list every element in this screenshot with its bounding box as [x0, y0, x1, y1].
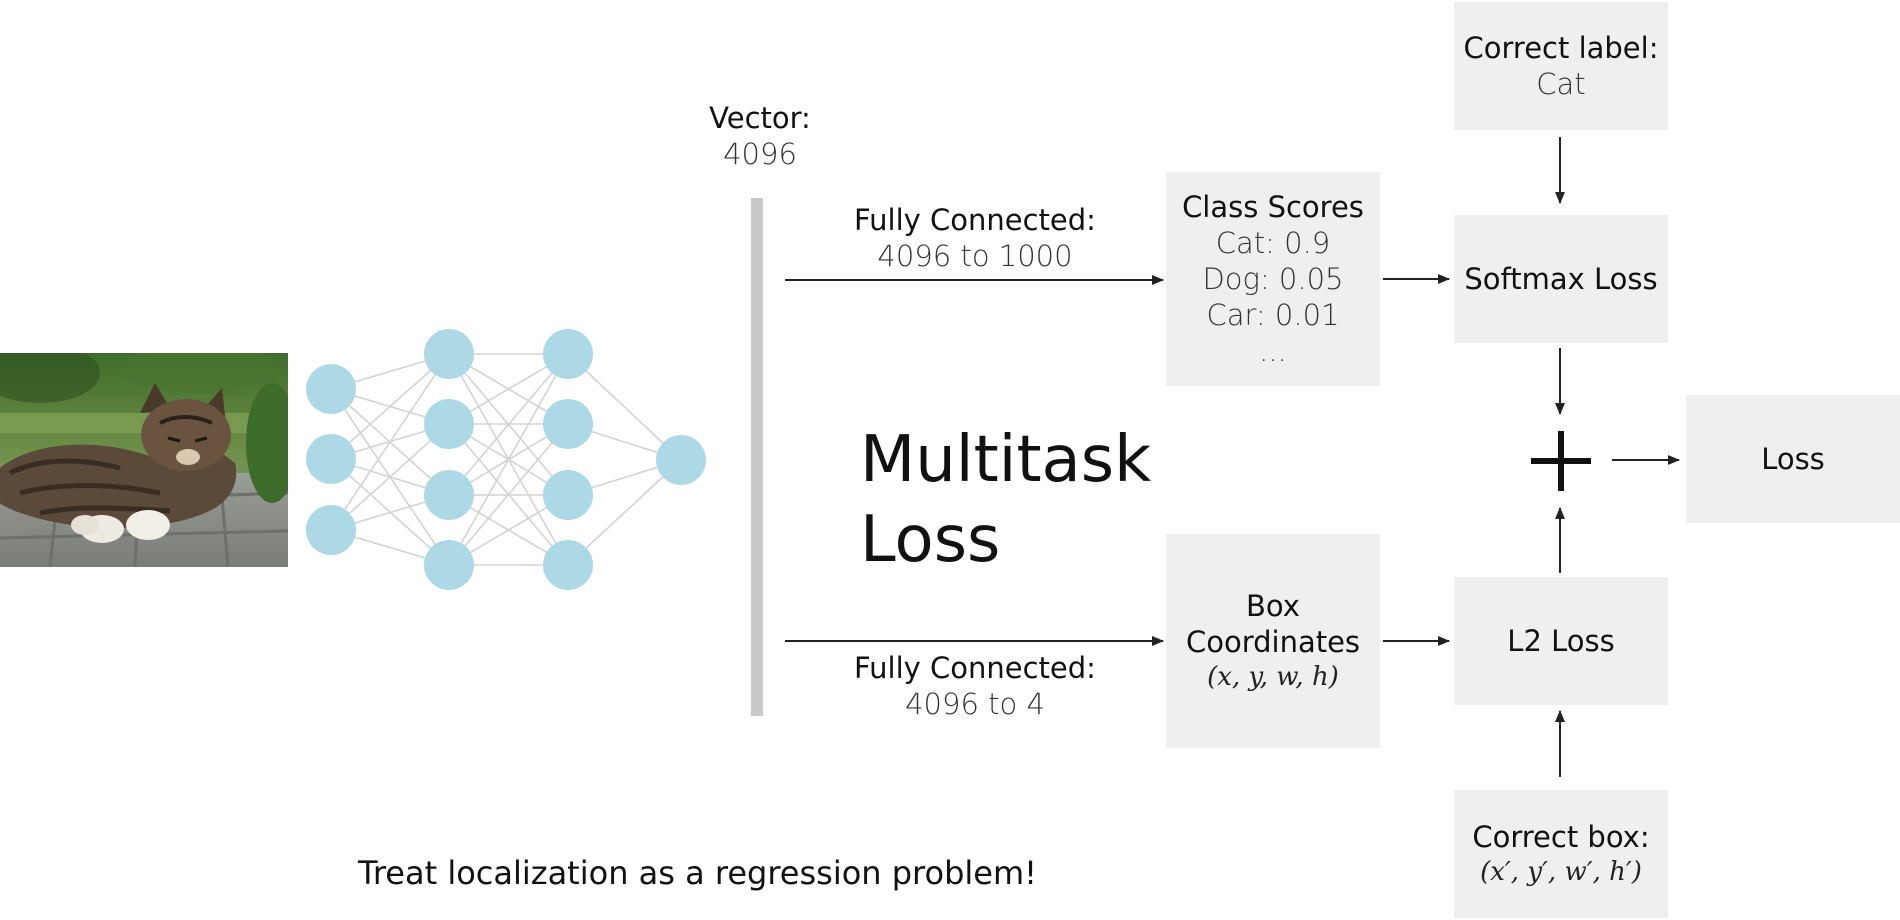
neural-net-neuron	[543, 329, 593, 379]
box-coords-line1: Box	[1246, 589, 1300, 623]
class-score-car: Car: 0.01	[1206, 298, 1340, 332]
correct-box-math: (x′, y′, w′, h′)	[1480, 857, 1642, 887]
neural-net-connections	[330, 353, 682, 566]
fc-bottom-label: Fully Connected: 4096 to 4	[815, 650, 1135, 722]
correct-box-box: Correct box: (x′, y′, w′, h′)	[1454, 790, 1668, 918]
neural-net-neurons	[306, 329, 706, 590]
fc-top-label: Fully Connected: 4096 to 1000	[815, 202, 1135, 274]
class-scores-box: Class Scores Cat: 0.9 Dog: 0.05 Car: 0.0…	[1166, 172, 1380, 386]
regression-footnote: Treat localization as a regression probl…	[358, 854, 1037, 892]
neural-net-neuron	[306, 364, 356, 414]
neural-net-edge	[448, 423, 569, 566]
neural-net-neuron	[424, 329, 474, 379]
multitask-loss-headline: Multitask Loss	[860, 423, 1152, 577]
neural-net-edge	[448, 353, 569, 496]
vector-label: Vector: 4096	[680, 100, 840, 172]
loss-label: Loss	[1761, 442, 1825, 476]
class-score-ellipsis: ...	[1259, 334, 1287, 368]
neural-net-neuron	[424, 470, 474, 520]
vector-bar	[751, 198, 763, 716]
correct-label-box: Correct label: Cat	[1454, 2, 1668, 130]
neural-net-neuron	[543, 540, 593, 590]
fc-top-detail: 4096 to 1000	[877, 239, 1073, 273]
neural-net-neuron	[424, 540, 474, 590]
neural-net-edge	[330, 423, 450, 531]
neural-net-edge	[330, 353, 450, 460]
cat-photo	[0, 353, 288, 567]
box-coordinates-box: Box Coordinates (x, y, w, h)	[1166, 534, 1380, 748]
loss-box: Loss	[1686, 395, 1900, 523]
neural-net-neuron	[543, 399, 593, 449]
box-coords-line2: Coordinates	[1185, 625, 1361, 659]
class-score-cat: Cat: 0.9	[1215, 226, 1331, 260]
neural-net-edge	[567, 353, 682, 461]
softmax-loss-label: Softmax Loss	[1464, 262, 1658, 296]
fc-bottom-title: Fully Connected:	[854, 651, 1096, 685]
correct-label-value: Cat	[1536, 67, 1586, 101]
neural-net-edge	[567, 459, 682, 566]
vector-size: 4096	[723, 137, 797, 171]
l2-loss-box: L2 Loss	[1454, 577, 1668, 705]
class-score-dog: Dog: 0.05	[1202, 262, 1344, 296]
correct-box-title: Correct box:	[1472, 820, 1650, 854]
neural-net-edge	[448, 353, 569, 566]
plus-icon	[1531, 431, 1591, 491]
neural-net-neuron	[306, 434, 356, 484]
l2-loss-label: L2 Loss	[1507, 624, 1615, 658]
neural-net-neuron	[306, 505, 356, 555]
fc-bottom-detail: 4096 to 4	[905, 687, 1045, 721]
softmax-loss-box: Softmax Loss	[1454, 215, 1668, 343]
correct-label-title: Correct label:	[1463, 31, 1659, 65]
neural-net-neuron	[656, 435, 706, 485]
class-scores-title: Class Scores	[1182, 190, 1364, 224]
neural-net-edge	[330, 353, 450, 531]
neural-net-neuron	[424, 399, 474, 449]
fc-top-title: Fully Connected:	[854, 203, 1096, 237]
vector-title: Vector:	[709, 101, 811, 135]
box-coords-math: (x, y, w, h)	[1207, 662, 1339, 692]
neural-net-neuron	[543, 470, 593, 520]
